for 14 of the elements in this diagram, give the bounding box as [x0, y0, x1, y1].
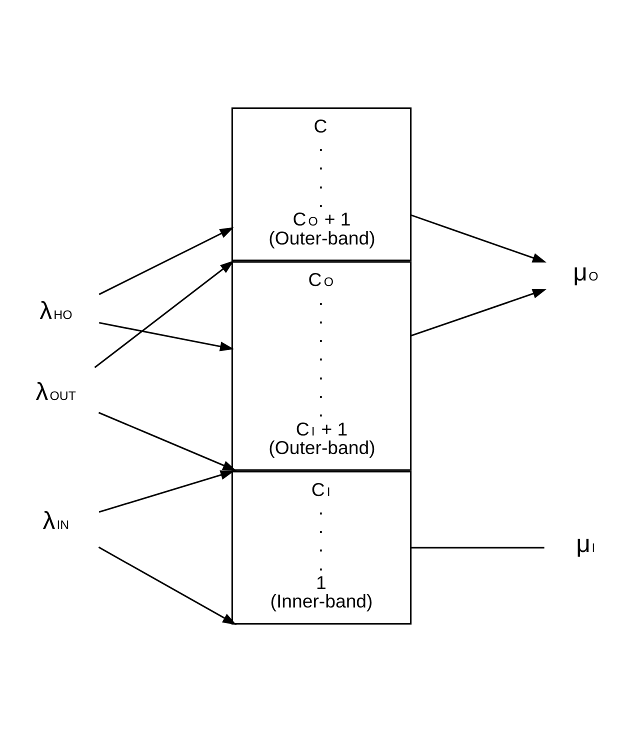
arrow — [98, 470, 234, 512]
node-box: C . . . . CO + 1 (Outer-band) — [231, 106, 412, 261]
connector — [410, 546, 544, 548]
arrow — [99, 322, 234, 351]
arrow — [94, 260, 234, 368]
arrow — [98, 546, 237, 624]
node-text: μO — [573, 258, 598, 286]
arrow — [410, 288, 547, 336]
node-text: λOUT — [36, 378, 76, 406]
arrow — [98, 411, 237, 470]
arrow — [410, 214, 547, 262]
node-text: λHO — [40, 298, 72, 325]
arrow — [98, 226, 234, 295]
node-text: λIN — [42, 507, 70, 534]
